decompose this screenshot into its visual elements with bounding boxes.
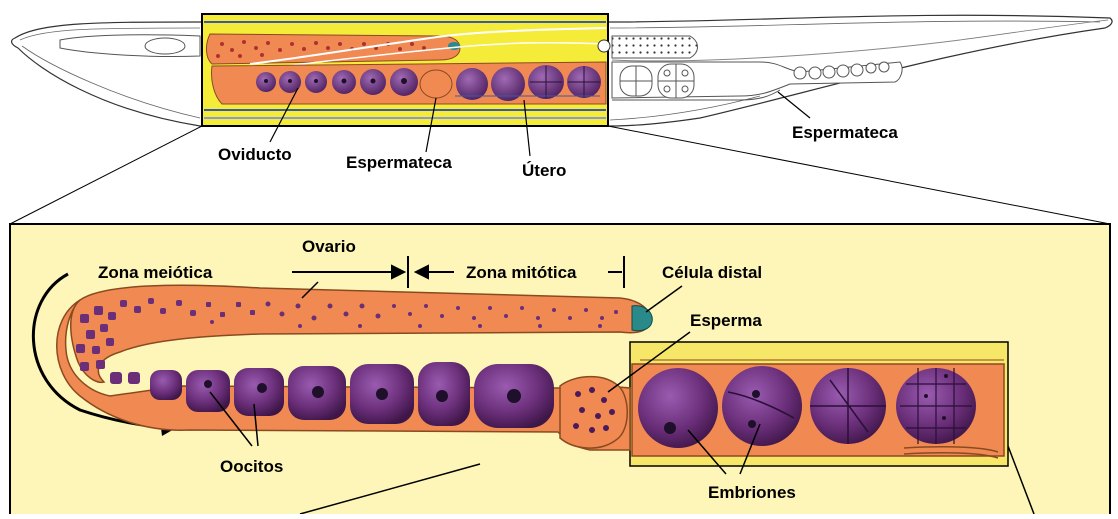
embriones-label: Embriones: [708, 484, 796, 501]
espermateca-right-label: Espermateca: [792, 124, 898, 141]
esperma-label: Esperma: [690, 312, 762, 329]
right-gonad-distal: [612, 36, 698, 58]
zona-meiotica-label: Zona meiótica: [98, 264, 212, 281]
top-inset: [202, 14, 610, 126]
celula-distal-label: Célula distal: [662, 264, 762, 281]
top-spermatheca: [420, 70, 452, 98]
utero-label: Útero: [522, 162, 566, 179]
espermateca-top-label: Espermateca: [346, 154, 452, 171]
ovario-label: Ovario: [302, 238, 356, 255]
zona-mitotica-label: Zona mitótica: [466, 264, 577, 281]
oocitos-label: Oocitos: [220, 458, 283, 475]
spermatheca: [560, 377, 627, 448]
oviducto-label: Oviducto: [218, 146, 292, 163]
